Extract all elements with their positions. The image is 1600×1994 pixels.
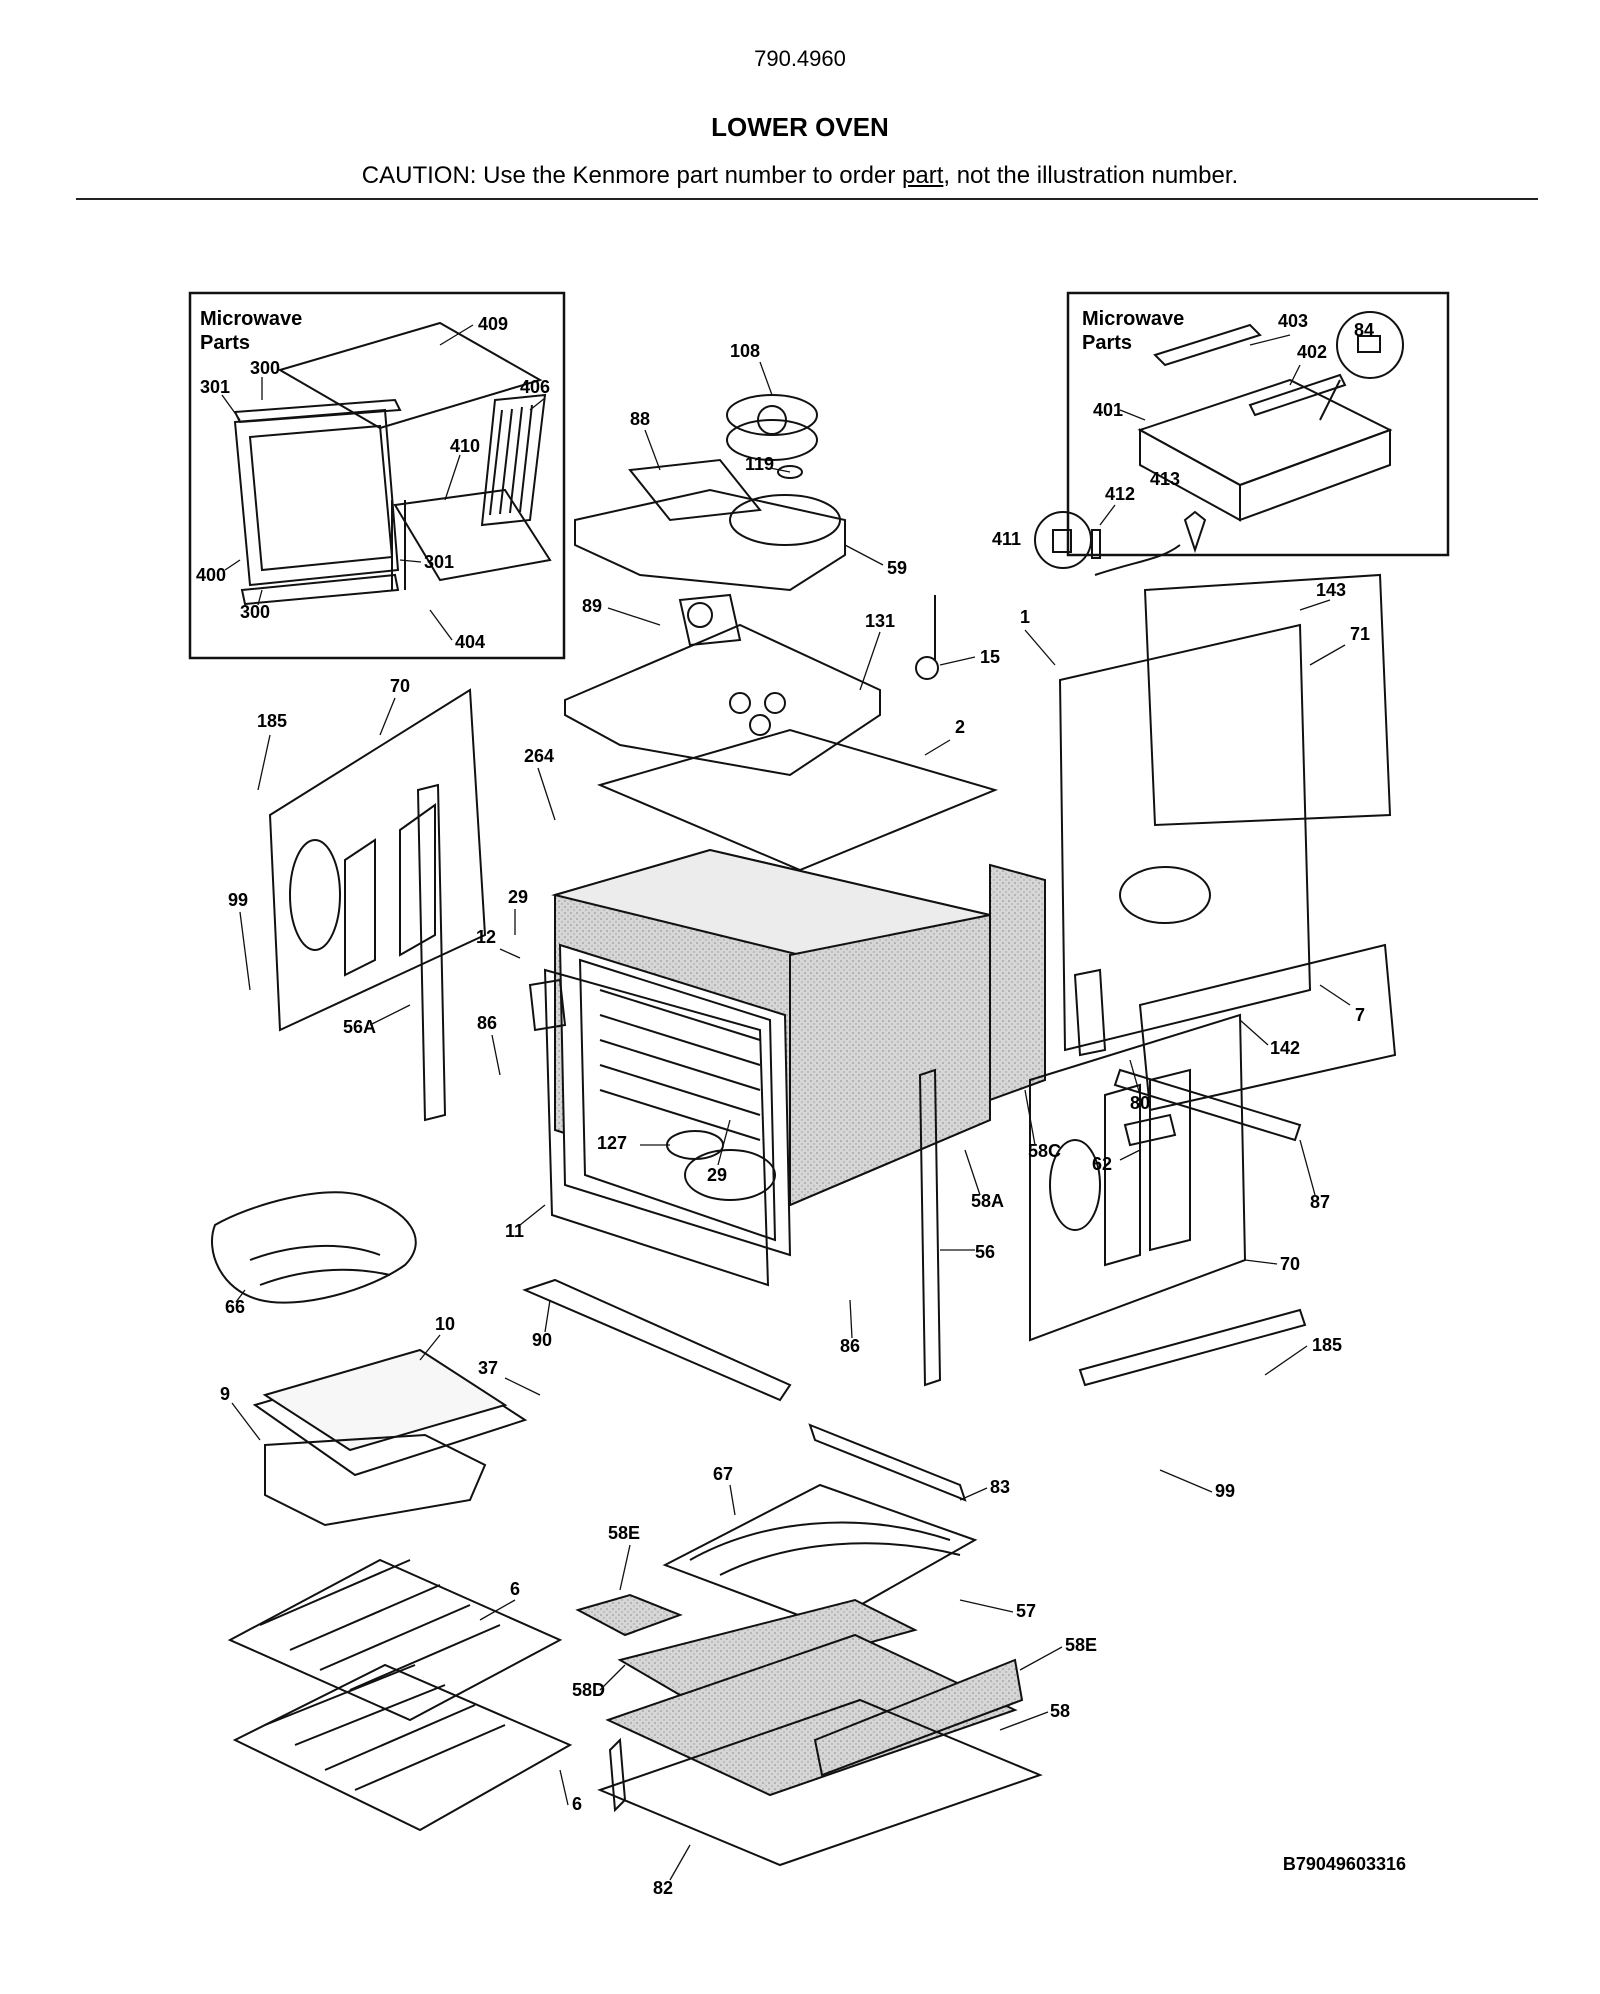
- callout-300: 300: [250, 358, 280, 378]
- callout-56: 56: [975, 1242, 995, 1262]
- callout-58C: 58C: [1028, 1141, 1061, 1161]
- callout-57: 57: [1016, 1601, 1036, 1621]
- callout-86: 86: [477, 1013, 497, 1033]
- callout-86: 86: [840, 1336, 860, 1356]
- callout-1: 1: [1020, 607, 1030, 627]
- page-title: LOWER OVEN: [711, 112, 889, 142]
- model-number: 790.4960: [754, 46, 846, 71]
- callout-301: 301: [200, 377, 230, 397]
- callout-56A: 56A: [343, 1017, 376, 1037]
- callout-99: 99: [1215, 1481, 1235, 1501]
- left-accessories: [211, 1191, 792, 1832]
- right-inset-title-2: Parts: [1082, 332, 1132, 354]
- callout-409: 409: [478, 314, 508, 334]
- upper-assemblies: [564, 394, 999, 872]
- callout-71: 71: [1350, 624, 1370, 644]
- callout-37: 37: [478, 1358, 498, 1378]
- callout-6: 6: [572, 1794, 582, 1814]
- oven-cavity: [528, 848, 1046, 1287]
- caution-suffix: , not the illustration number.: [943, 162, 1239, 189]
- right-microwave-inset: [1034, 291, 1450, 576]
- callout-185: 185: [1312, 1335, 1342, 1355]
- drawing-code: B79049603316: [1282, 1854, 1406, 1874]
- callout-67: 67: [713, 1464, 733, 1484]
- leader-lines: [221, 324, 1351, 1881]
- callout-410: 410: [450, 436, 480, 456]
- callout-413: 413: [1150, 469, 1180, 489]
- callout-412: 412: [1105, 484, 1135, 504]
- callout-58: 58: [1050, 1701, 1070, 1721]
- header-divider: [76, 198, 1538, 200]
- callout-143: 143: [1316, 580, 1346, 600]
- callout-88: 88: [630, 409, 650, 429]
- callout-62: 62: [1092, 1154, 1112, 1174]
- callout-127: 127: [597, 1133, 627, 1153]
- caution-note: CAUTION: Use the Kenmore part number to …: [0, 162, 1600, 190]
- callout-58D: 58D: [572, 1680, 605, 1700]
- callout-119: 119: [745, 454, 774, 474]
- callout-84: 84: [1354, 320, 1374, 340]
- callout-131: 131: [865, 611, 895, 631]
- callout-9: 9: [220, 1384, 230, 1404]
- callout-87: 87: [1310, 1192, 1330, 1212]
- callout-70: 70: [1280, 1254, 1300, 1274]
- callout-264: 264: [524, 746, 554, 766]
- callout-99: 99: [228, 890, 248, 910]
- callout-142: 142: [1270, 1038, 1300, 1058]
- callout-80: 80: [1130, 1093, 1150, 1113]
- left-microwave-inset: [188, 291, 566, 660]
- callout-108: 108: [730, 341, 760, 361]
- callout-300: 300: [240, 602, 270, 622]
- callout-185: 185: [257, 711, 287, 731]
- bottom-assemblies: [575, 1423, 1043, 1867]
- callout-402: 402: [1297, 342, 1327, 362]
- callout-403: 403: [1278, 311, 1308, 331]
- callout-29: 29: [508, 887, 528, 907]
- left-inset-title-2: Parts: [200, 332, 250, 354]
- left-inset-title-1: Microwave: [200, 308, 302, 330]
- callout-90: 90: [532, 1330, 552, 1350]
- callout-6: 6: [510, 1579, 520, 1599]
- callout-58A: 58A: [971, 1191, 1004, 1211]
- callout-411: 411: [992, 529, 1021, 549]
- callout-labels: Microwave Parts Microwave Parts 409 300 …: [196, 308, 1374, 1898]
- callout-59: 59: [887, 558, 907, 578]
- callout-401: 401: [1093, 400, 1123, 420]
- caution-link[interactable]: part: [902, 162, 944, 189]
- callout-7: 7: [1355, 1005, 1365, 1025]
- callout-15: 15: [980, 647, 1000, 667]
- right-inset-title-1: Microwave: [1082, 308, 1184, 330]
- callout-29: 29: [707, 1165, 727, 1185]
- callout-2: 2: [955, 717, 965, 737]
- callout-82: 82: [653, 1878, 673, 1898]
- callout-70: 70: [390, 676, 410, 696]
- caution-prefix: CAUTION: Use the Kenmore part number to …: [361, 162, 902, 189]
- callout-406: 406: [520, 377, 550, 397]
- callout-66: 66: [225, 1297, 245, 1317]
- callout-12: 12: [476, 927, 496, 947]
- callout-11: 11: [505, 1221, 524, 1241]
- callout-89: 89: [582, 596, 602, 616]
- callout-58E: 58E: [608, 1523, 640, 1543]
- callout-10: 10: [435, 1314, 455, 1334]
- callout-58E: 58E: [1065, 1635, 1097, 1655]
- callout-83: 83: [990, 1477, 1010, 1497]
- callout-404: 404: [455, 632, 485, 652]
- callout-301: 301: [424, 552, 454, 572]
- callout-400: 400: [196, 565, 226, 585]
